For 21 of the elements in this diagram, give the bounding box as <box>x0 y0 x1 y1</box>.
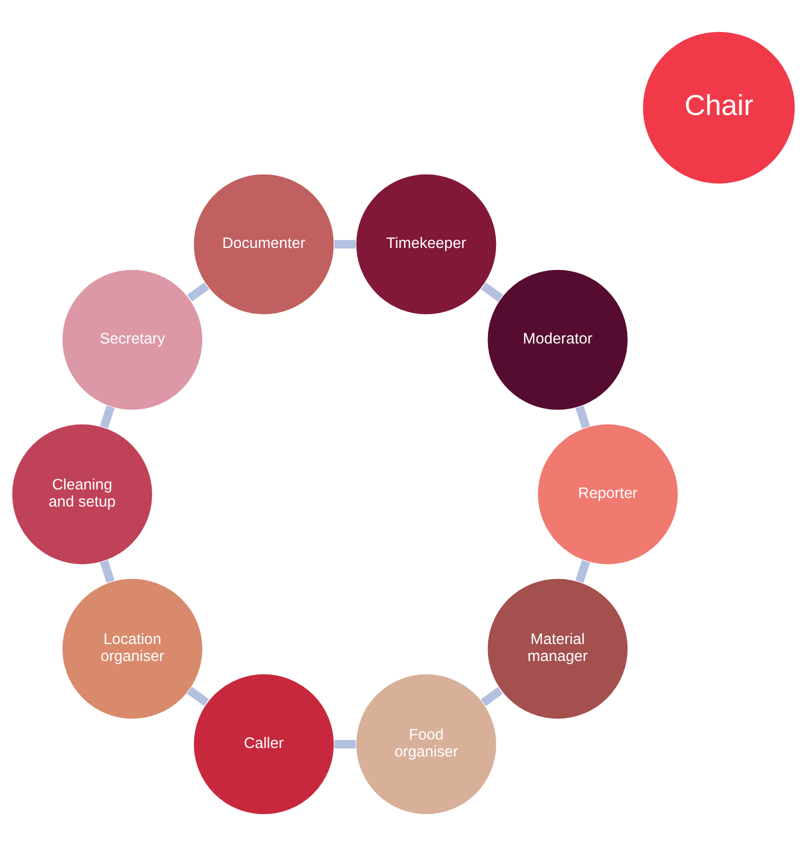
node-circle: Chair <box>642 30 796 184</box>
node-circle: Reporter <box>537 422 679 565</box>
connector <box>187 282 210 302</box>
connector <box>334 240 356 248</box>
connector <box>100 405 115 428</box>
connector <box>100 559 115 582</box>
node-circle: Location organiser <box>62 577 204 720</box>
node-circle: Material manager <box>486 577 628 720</box>
node-circle: Moderator <box>486 268 628 410</box>
node-circle: Secretary <box>62 268 204 410</box>
connector <box>480 686 503 706</box>
node-circle: Documenter <box>193 173 335 315</box>
node-circle: Cleaning and setup <box>11 422 153 565</box>
connector <box>481 282 504 302</box>
connector <box>186 686 210 706</box>
node-circle: Timekeeper <box>355 173 498 315</box>
node-circle: Caller <box>193 672 335 815</box>
connector <box>334 740 356 748</box>
connector <box>575 560 590 583</box>
node-circle: Food organiser <box>355 672 498 815</box>
connector <box>575 405 590 428</box>
